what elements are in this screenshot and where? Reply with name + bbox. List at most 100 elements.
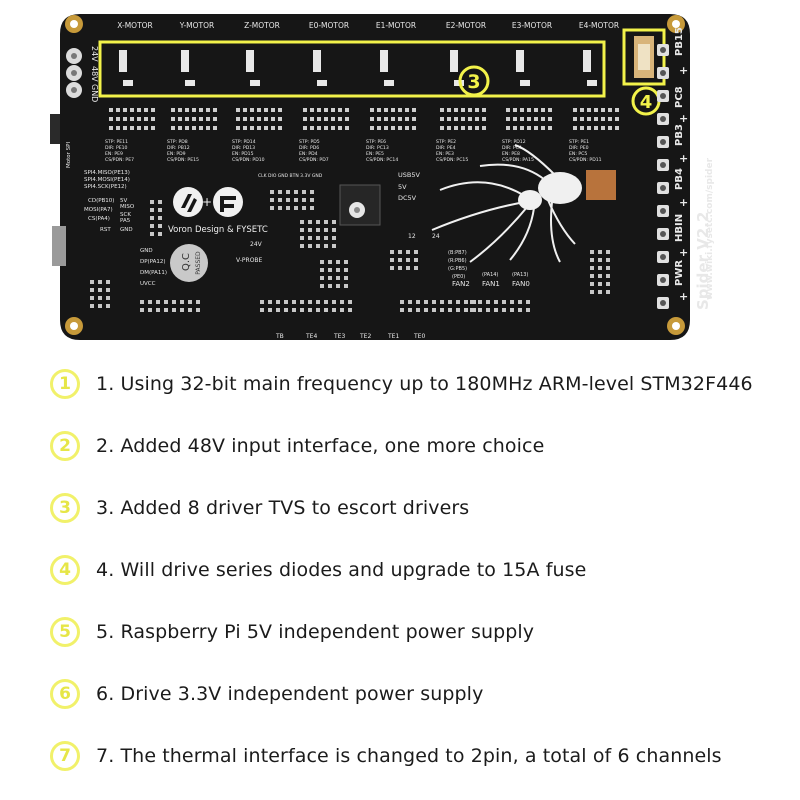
feature-text: 2. Added 48V input interface, one more c…	[96, 435, 545, 457]
header-pin	[206, 108, 210, 112]
pcb-pad	[310, 190, 314, 194]
header-pin	[271, 126, 275, 130]
feature-text: 7. The thermal interface is changed to 2…	[96, 745, 722, 767]
header-pin	[310, 126, 314, 130]
header-pin	[144, 117, 148, 121]
header-pin	[116, 126, 120, 130]
pcb-pad	[316, 300, 320, 304]
header-pin	[243, 117, 247, 121]
pcb-pad	[494, 308, 498, 312]
qc-sticker: Q.C PASSED	[170, 244, 208, 282]
header-pin	[412, 117, 416, 121]
header-pin	[384, 117, 388, 121]
power-labels: 24V 48V GND	[90, 46, 99, 102]
svg-text:CLK DIO GND BTN 3.3V GND: CLK DIO GND BTN 3.3V GND	[258, 173, 323, 179]
header-pin	[331, 108, 335, 112]
pcb-pad	[140, 300, 144, 304]
pcb-pad	[310, 198, 314, 202]
pcb-pad	[606, 282, 610, 286]
pcb-pad	[464, 300, 468, 304]
side-plus: +	[679, 196, 688, 209]
pcb-pad	[106, 288, 110, 292]
svg-text:24: 24	[432, 233, 440, 240]
pcb-pad	[414, 266, 418, 270]
motor-connector	[516, 50, 524, 72]
pcb-pad	[440, 308, 444, 312]
header-pin	[370, 117, 374, 121]
pcb-pad	[270, 190, 274, 194]
header-pin	[454, 108, 458, 112]
pcb-pad	[148, 300, 152, 304]
pcb-pad	[300, 220, 304, 224]
pcb-pad	[332, 308, 336, 312]
header-pin	[123, 117, 127, 121]
driver-pin-label: DIR: PD13	[232, 145, 255, 151]
motor-label: E3-MOTOR	[512, 21, 552, 30]
pcb-pad	[268, 308, 272, 312]
motor-spi-label: Motor SPI	[66, 142, 72, 168]
pcb-pad	[406, 250, 410, 254]
svg-text:FAN2: FAN2	[452, 280, 470, 288]
header-pin	[236, 126, 240, 130]
pcb-pad	[390, 258, 394, 262]
header-pin	[534, 108, 538, 112]
driver-pin-label: CS/PDN: PE7	[105, 157, 134, 163]
side-terminal-pads	[657, 44, 669, 309]
header-pin	[594, 117, 598, 121]
header-pin	[587, 108, 591, 112]
mid-label: GND	[120, 227, 133, 233]
left-label: CS(PA4)	[88, 216, 110, 222]
header-pin	[391, 108, 395, 112]
pcb-pad	[424, 300, 428, 304]
motor-connector	[246, 50, 254, 72]
header-pin	[243, 108, 247, 112]
pcb-pad	[328, 276, 332, 280]
pcb-pad	[106, 280, 110, 284]
svg-text:TB: TB	[275, 333, 284, 340]
pcb-pad	[590, 250, 594, 254]
header-pin	[185, 117, 189, 121]
motor-connector	[380, 50, 388, 72]
header-pin	[250, 108, 254, 112]
pcb-pad	[150, 200, 154, 204]
svg-text:GND: GND	[140, 248, 153, 254]
header-pin	[377, 126, 381, 130]
wiki-url: www.wiki.fysetc.com/spider	[705, 157, 715, 300]
header-pin	[615, 117, 619, 121]
pcb-pad	[180, 308, 184, 312]
pcb-pad	[158, 224, 162, 228]
driver-pin-label: DIR: PE10	[105, 145, 128, 151]
fan-labels: (B:PB7) (R:PB6) (G:PB5) (PE0) (PA14) (PA…	[448, 250, 530, 288]
header-pin	[468, 117, 472, 121]
header-pin	[278, 117, 282, 121]
terminal-hole	[660, 185, 666, 191]
header-pin	[482, 108, 486, 112]
feature-text: 1. Using 32-bit main frequency up to 180…	[96, 373, 753, 395]
pcb-pad	[196, 300, 200, 304]
pcb-pad	[320, 284, 324, 288]
pcb-pad	[302, 206, 306, 210]
svg-text:DM(PA11): DM(PA11)	[140, 270, 167, 276]
pcb-pad	[486, 300, 490, 304]
driver-pin-label: EN: PE3	[436, 151, 454, 157]
pcb-pad	[316, 244, 320, 248]
pcb-pad	[158, 232, 162, 236]
pcb-pad	[270, 206, 274, 210]
svg-text:Q.C: Q.C	[181, 253, 192, 271]
pcb-pad	[276, 308, 280, 312]
header-pin	[192, 126, 196, 130]
pcb-pad	[292, 308, 296, 312]
pcb-pad	[284, 300, 288, 304]
pcb-pad	[308, 300, 312, 304]
pcb-pad	[324, 300, 328, 304]
pcb-pad	[324, 220, 328, 224]
pcb-pad	[332, 244, 336, 248]
header-pin	[541, 108, 545, 112]
header-pin	[338, 108, 342, 112]
pcb-pad	[598, 282, 602, 286]
pcb-pad	[590, 290, 594, 294]
header-pin	[324, 117, 328, 121]
tvs-diode	[384, 80, 394, 86]
header-pin	[405, 108, 409, 112]
header-pin	[506, 108, 510, 112]
